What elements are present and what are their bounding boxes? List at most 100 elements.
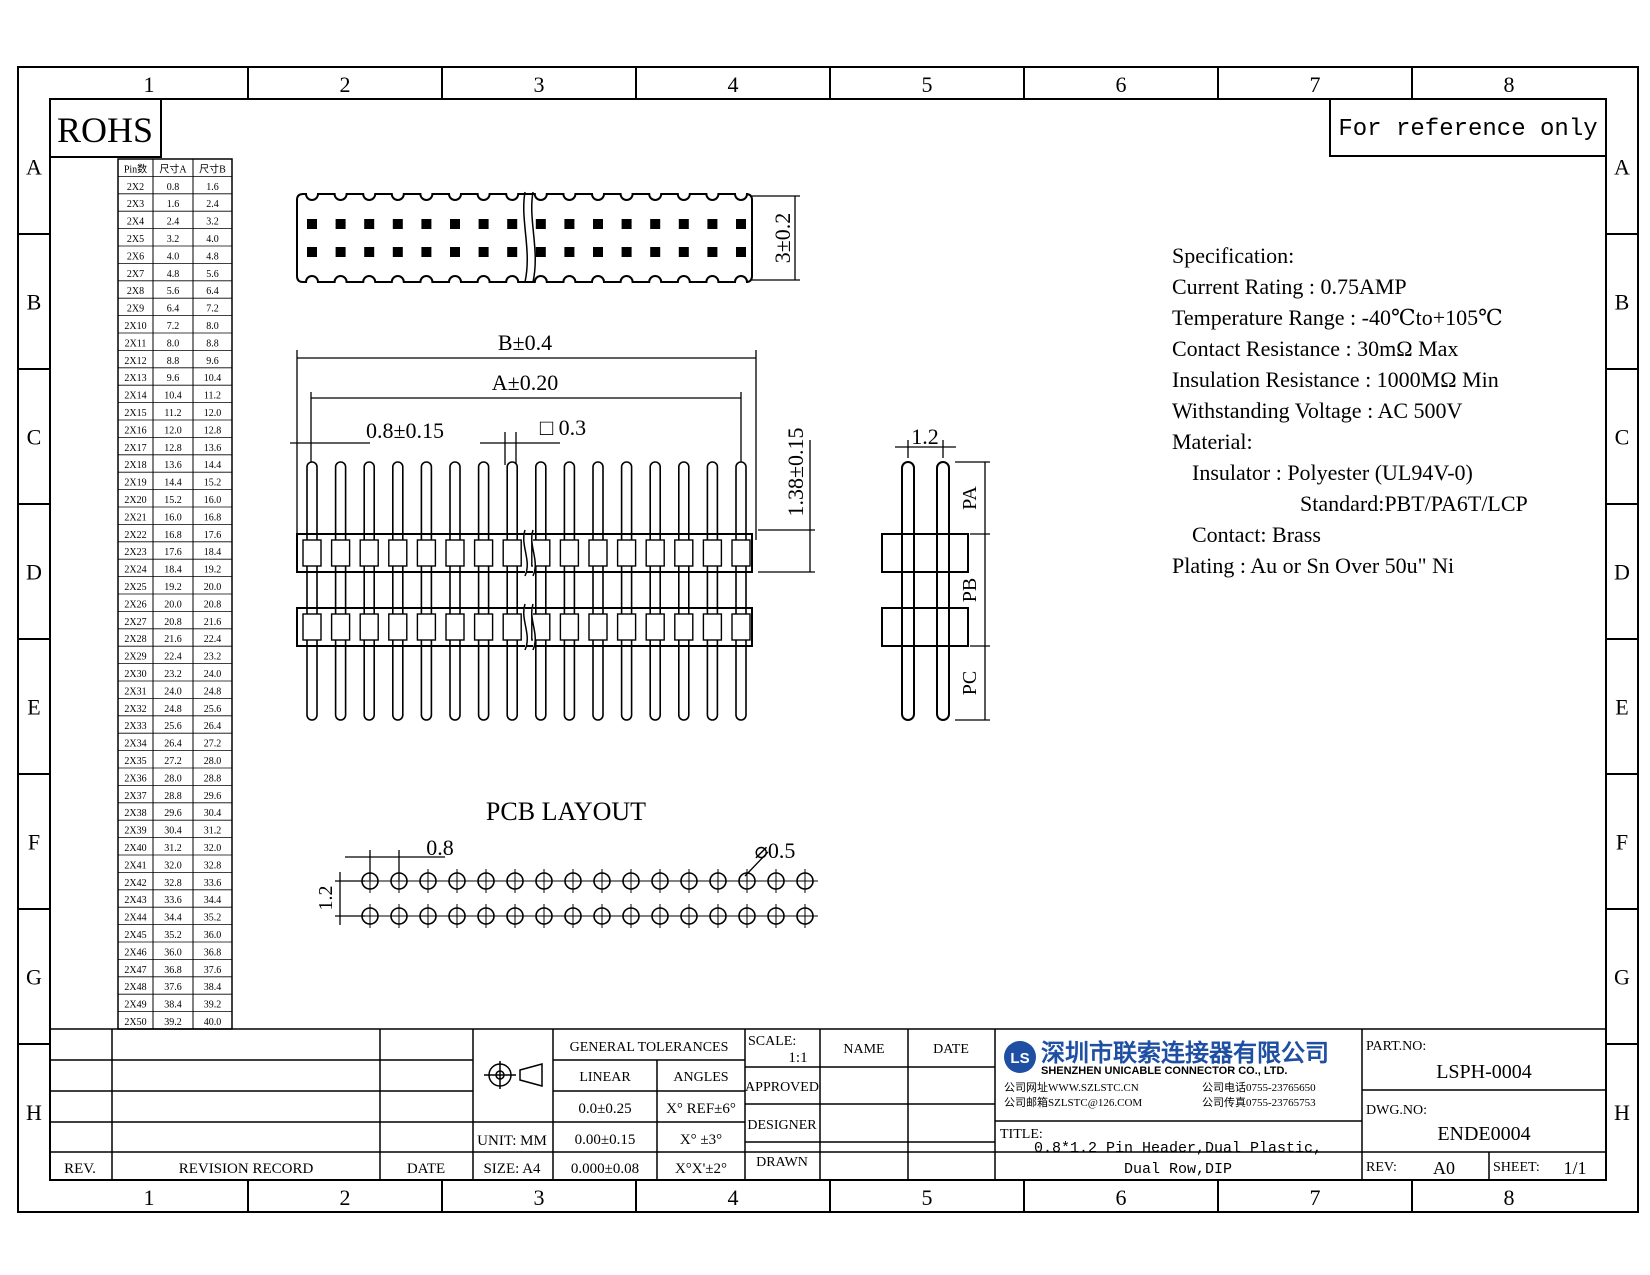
zone-row-label-right: E bbox=[1615, 695, 1628, 720]
side-dim-pa: PA bbox=[959, 486, 981, 510]
front-pin bbox=[735, 461, 747, 721]
front-break-line bbox=[523, 603, 536, 651]
pin-table-cell: 38.4 bbox=[204, 982, 222, 993]
top-pin bbox=[650, 247, 661, 257]
dwg-no-value: ENDE0004 bbox=[1437, 1123, 1530, 1145]
front-pin bbox=[706, 461, 719, 721]
pin-table-cell: 25.6 bbox=[164, 721, 182, 732]
pin-table-cell: 2X10 bbox=[124, 321, 146, 332]
designer-label: DESIGNER bbox=[747, 1118, 817, 1133]
pin-table-cell: 13.6 bbox=[204, 443, 222, 454]
front-view-pins bbox=[306, 461, 747, 721]
front-housing-cell bbox=[616, 613, 637, 641]
company-logo-icon: LS bbox=[1004, 1041, 1036, 1073]
zone-column-label-bottom: 5 bbox=[922, 1185, 933, 1210]
pin-table-cell: 29.6 bbox=[164, 808, 182, 819]
zone-column-label-top: 7 bbox=[1310, 72, 1321, 97]
pin-table-cell: 22.4 bbox=[164, 652, 182, 663]
pin-table-cell: 2X39 bbox=[124, 826, 146, 837]
zone-row-label-left: D bbox=[26, 560, 42, 585]
spec-current: Current Rating : 0.75AMP bbox=[1172, 274, 1407, 299]
reference-note: For reference only bbox=[1338, 116, 1597, 143]
specification-block: Specification: Current Rating : 0.75AMP … bbox=[1172, 243, 1528, 578]
pin-table-cell: 2X28 bbox=[124, 634, 146, 645]
pin-table-cell: 18.4 bbox=[164, 565, 182, 576]
pin-table-cell: 6.4 bbox=[167, 304, 180, 315]
pin-table-cell: 6.4 bbox=[206, 286, 219, 297]
pin-table-cell: 18.4 bbox=[204, 547, 222, 558]
top-pin bbox=[307, 219, 317, 229]
pin-table-cell: 2X11 bbox=[125, 338, 147, 349]
top-pin bbox=[507, 247, 518, 257]
pin-table-cell: 12.8 bbox=[204, 425, 222, 436]
pin-table-cell: 2X45 bbox=[124, 930, 146, 941]
pin-table-cell: 35.2 bbox=[204, 913, 222, 924]
front-pin bbox=[506, 461, 519, 721]
pin-table-cell: 33.6 bbox=[204, 878, 222, 889]
pin-table-cell: 2X43 bbox=[124, 895, 146, 906]
top-pin bbox=[392, 247, 403, 257]
pin-table-cell: 28.8 bbox=[204, 773, 222, 784]
pin-table-cell: 2X25 bbox=[124, 582, 146, 593]
front-housing-cell bbox=[302, 613, 322, 641]
height-dim-lines bbox=[752, 195, 800, 281]
pin-table-cell: 2X37 bbox=[124, 791, 146, 802]
pin-table-cell: 2X2 bbox=[127, 182, 144, 193]
pin-table-cell: 32.0 bbox=[164, 860, 182, 871]
top-pin bbox=[736, 219, 746, 229]
pin-table-cell: 2X26 bbox=[124, 599, 146, 610]
pin-table-cell: 30.4 bbox=[164, 826, 182, 837]
front-housing-cell bbox=[330, 613, 351, 641]
pin-table-cell: 2X9 bbox=[127, 304, 144, 315]
zone-row-label-left: H bbox=[26, 1100, 42, 1125]
front-pin bbox=[391, 461, 404, 721]
top-pin bbox=[707, 219, 718, 229]
spec-insulator: Insulator : Polyester (UL94V-0) bbox=[1192, 460, 1473, 485]
title-line-2: Dual Row,DIP bbox=[1124, 1161, 1232, 1178]
company-name-cn: 深圳市联索连接器有限公司 bbox=[1041, 1039, 1329, 1067]
pin-table-cell: 2X23 bbox=[124, 547, 146, 558]
tol-angle-1: X° REF±6° bbox=[666, 1101, 736, 1117]
spec-contact: Contact: Brass bbox=[1192, 522, 1321, 547]
pin-table-cell: 23.2 bbox=[204, 652, 222, 663]
zone-column-label-bottom: 4 bbox=[728, 1185, 739, 1210]
pcb-hole: ⌀0.5 bbox=[755, 838, 796, 863]
top-pin bbox=[307, 247, 317, 257]
pin-table-cell: 37.6 bbox=[204, 965, 222, 976]
title-block: REV. REVISION RECORD DATE UNIT: MM SIZE:… bbox=[50, 1028, 1606, 1180]
top-pin bbox=[678, 219, 689, 229]
scale-value: 1:1 bbox=[788, 1050, 807, 1066]
drawn-label: DRAWN bbox=[756, 1155, 808, 1170]
dim-pitch: 0.8±0.15 bbox=[366, 418, 444, 443]
linear-header: LINEAR bbox=[579, 1070, 631, 1085]
pin-table-cell: 22.4 bbox=[204, 634, 222, 645]
pin-table-cell: 2X27 bbox=[124, 617, 146, 628]
pin-table-cell: 10.4 bbox=[164, 391, 182, 402]
side-row-pitch: 1.2 bbox=[911, 424, 939, 449]
pin-table-cell: 2X6 bbox=[127, 251, 144, 262]
pin-table-cell: 11.2 bbox=[164, 408, 181, 419]
zone-column-label-bottom: 3 bbox=[534, 1185, 545, 1210]
pin-table-cell: 13.6 bbox=[164, 460, 182, 471]
pin-table-cell: 32.0 bbox=[204, 843, 222, 854]
pin-table-cell: 2X22 bbox=[124, 530, 146, 541]
pin-table-cell: 2X20 bbox=[124, 495, 146, 506]
front-pin bbox=[334, 461, 347, 721]
rohs-label: ROHS bbox=[57, 110, 153, 150]
pin-table-cell: 19.2 bbox=[204, 565, 222, 576]
pin-table-cell: 40.0 bbox=[204, 1017, 222, 1028]
pin-table-cell: 20.8 bbox=[204, 599, 222, 610]
top-pin bbox=[364, 247, 375, 257]
side-dim-pc: PC bbox=[959, 671, 981, 695]
pin-table-cell: 12.8 bbox=[164, 443, 182, 454]
rev-value: A0 bbox=[1433, 1158, 1455, 1178]
top-pin bbox=[535, 247, 546, 257]
zone-column-label-top: 6 bbox=[1116, 72, 1127, 97]
top-pin bbox=[564, 219, 575, 229]
pin-table-cell: 24.0 bbox=[204, 669, 222, 680]
pin-table-cell: 27.2 bbox=[204, 739, 222, 750]
front-housing-cell bbox=[502, 539, 522, 567]
top-pin bbox=[421, 219, 432, 229]
pin-table-cell: 26.4 bbox=[204, 721, 222, 732]
